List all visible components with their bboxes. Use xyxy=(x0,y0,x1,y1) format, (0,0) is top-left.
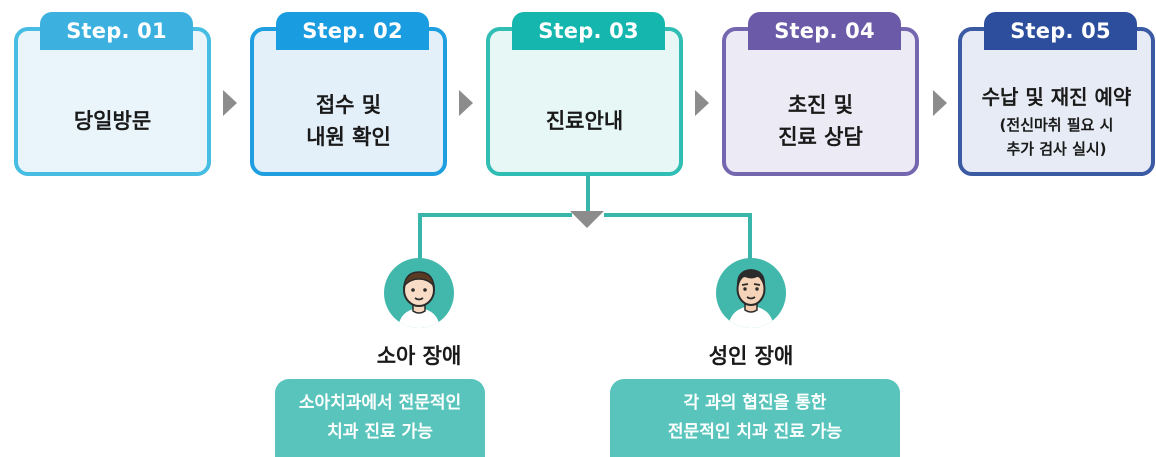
step-arrow-1 xyxy=(223,90,237,116)
child-case-title: 소아 장애 xyxy=(376,344,462,368)
step-3-label: 진료안내 xyxy=(545,108,624,133)
branch-right-drop xyxy=(748,213,752,261)
step-arrow-3 xyxy=(695,90,709,116)
child-case-line-1: 소아치과에서 전문적인 xyxy=(298,393,462,413)
step-4-card: Step. 04 초진 및 진료 상담 xyxy=(722,12,919,176)
step-3-body: 진료안내 xyxy=(490,69,679,172)
step-5-note-line-2: 추가 검사 실시) xyxy=(1006,139,1107,158)
child-face-icon xyxy=(384,258,454,328)
child-case-line-2: 치과 진료 가능 xyxy=(327,422,433,442)
step-4-label-line-1: 초진 및 xyxy=(787,92,854,117)
step-1-card: Step. 01 당일방문 xyxy=(14,12,211,176)
branch-left-drop xyxy=(418,213,422,261)
adult-case-title: 성인 장애 xyxy=(708,344,794,368)
step-4-tab: Step. 04 xyxy=(748,12,901,50)
branch-stem xyxy=(586,176,590,216)
step-2-label-line-2: 내원 확인 xyxy=(306,124,391,149)
step-3-tab: Step. 03 xyxy=(512,12,665,50)
step-1-body: 당일방문 xyxy=(18,69,207,172)
step-1-label: 당일방문 xyxy=(73,108,152,133)
step-5-label: 수납 및 재진 예약 xyxy=(981,84,1132,109)
adult-case-box: 각 과의 협진을 통한 전문적인 치과 진료 가능 xyxy=(610,379,900,457)
step-5-tab: Step. 05 xyxy=(984,12,1137,50)
step-2-label-line-1: 접수 및 xyxy=(315,92,382,117)
step-5-body: 수납 및 재진 예약 (전신마취 필요 시 추가 검사 실시) xyxy=(962,69,1151,172)
branch-left-horizontal xyxy=(418,213,572,217)
step-2-tab: Step. 02 xyxy=(276,12,429,50)
adult-case-line-1: 각 과의 협진을 통한 xyxy=(683,393,827,413)
down-arrow-icon xyxy=(570,211,604,228)
branch-right-horizontal xyxy=(604,213,752,217)
step-arrow-4 xyxy=(933,90,947,116)
child-case-box: 소아치과에서 전문적인 치과 진료 가능 xyxy=(275,379,485,457)
step-3-card: Step. 03 진료안내 xyxy=(486,12,683,176)
step-4-label-line-2: 진료 상담 xyxy=(778,124,863,149)
step-arrow-2 xyxy=(459,90,473,116)
step-2-card: Step. 02 접수 및 내원 확인 xyxy=(250,12,447,176)
step-5-card: Step. 05 수납 및 재진 예약 (전신마취 필요 시 추가 검사 실시) xyxy=(958,12,1155,176)
step-2-body: 접수 및 내원 확인 xyxy=(254,69,443,172)
step-5-note-line-1: (전신마취 필요 시 xyxy=(999,115,1114,134)
step-1-tab: Step. 01 xyxy=(40,12,193,50)
adult-case-line-2: 전문적인 치과 진료 가능 xyxy=(667,422,843,442)
adult-face-icon xyxy=(716,258,786,328)
step-4-body: 초진 및 진료 상담 xyxy=(726,69,915,172)
